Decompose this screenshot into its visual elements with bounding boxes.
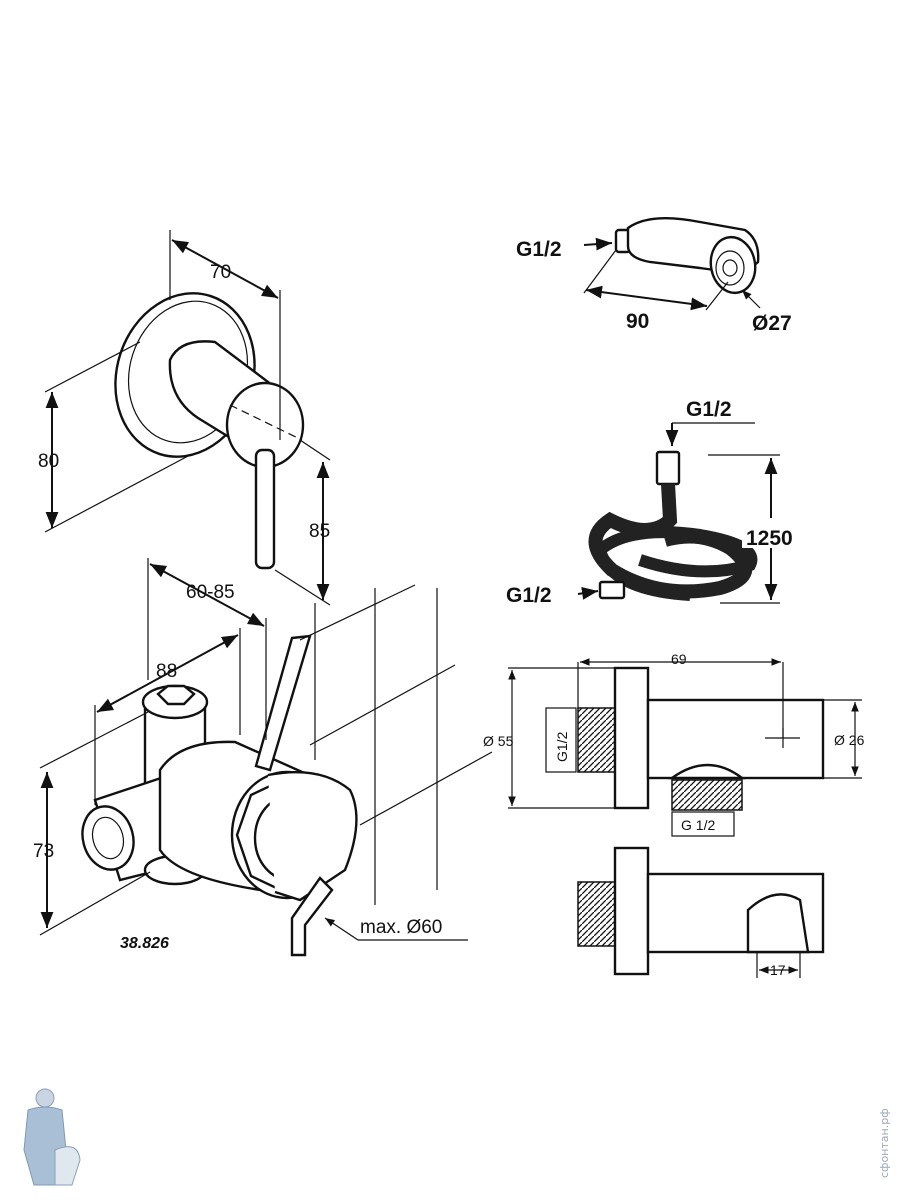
handshower-diameter-label: Ø27 bbox=[752, 312, 792, 335]
dim-hose-length-label: 1250 bbox=[746, 527, 793, 550]
dim-installation-depth-label: 60-85 bbox=[186, 582, 235, 603]
dimension-valve-width: 70 bbox=[169, 230, 281, 440]
outlet-diameter-label: Ø 26 bbox=[834, 732, 865, 748]
callout-hose-bottom: G1/2 bbox=[506, 584, 599, 607]
dimension-lever-length: 85 bbox=[274, 439, 331, 606]
dimension-body-width: 88 bbox=[94, 628, 241, 805]
dim-body-height-label: 73 bbox=[33, 841, 54, 862]
hose-top-connection-label: G1/2 bbox=[686, 398, 732, 421]
thread-bottom-label: G 1/2 bbox=[681, 817, 715, 833]
handshower-connection-label: G1/2 bbox=[516, 238, 562, 261]
dim-valve-height-label: 80 bbox=[38, 451, 59, 472]
valve-body-view bbox=[81, 584, 493, 957]
wall-outlet-view bbox=[577, 666, 825, 976]
dimension-holder-width: 17 bbox=[756, 952, 801, 978]
dimension-handshower-length: 90 bbox=[583, 249, 729, 333]
dim-valve-width-label: 70 bbox=[210, 262, 231, 283]
dimension-outlet-length: 69 bbox=[577, 651, 784, 738]
dimension-thread-back: G1/2 bbox=[545, 707, 577, 773]
holder-width-label: 17 bbox=[770, 962, 786, 978]
callout-hose-top: G1/2 bbox=[665, 398, 755, 446]
handshower-view bbox=[614, 217, 760, 295]
hose-bottom-connection-label: G1/2 bbox=[506, 584, 552, 607]
dimension-body-height: 73 bbox=[33, 711, 151, 936]
product-code: 38.826 bbox=[120, 935, 169, 952]
dimension-thread-bottom: G 1/2 bbox=[671, 811, 735, 837]
dim-lever-length-label: 85 bbox=[309, 521, 330, 542]
callout-handshower-connection: G1/2 bbox=[516, 237, 613, 261]
thread-back-label: G1/2 bbox=[554, 731, 570, 762]
dim-handshower-length-label: 90 bbox=[626, 310, 649, 333]
dimension-hose-length: 1250 bbox=[708, 454, 812, 604]
hose-view bbox=[588, 450, 758, 601]
dimension-installation-depth: 60-85 bbox=[147, 558, 267, 740]
dimension-flange-diameter: Ø 55 bbox=[483, 667, 615, 809]
plumber-mascot-logo bbox=[23, 1088, 81, 1186]
valve-handle-view bbox=[114, 292, 305, 570]
max-diameter-label: max. Ø60 bbox=[360, 917, 442, 938]
dim-outlet-length-label: 69 bbox=[671, 651, 687, 667]
callout-max-diameter: max. Ø60 bbox=[324, 917, 468, 941]
watermark-text: сфонтан.рф bbox=[878, 1108, 891, 1178]
dimension-valve-height: 80 bbox=[38, 341, 191, 533]
flange-diameter-label: Ø 55 bbox=[483, 733, 514, 749]
dim-body-width-label: 88 bbox=[156, 661, 177, 682]
callout-handshower-diameter: Ø27 bbox=[741, 289, 792, 335]
dimension-outlet-diameter: Ø 26 bbox=[823, 699, 865, 779]
